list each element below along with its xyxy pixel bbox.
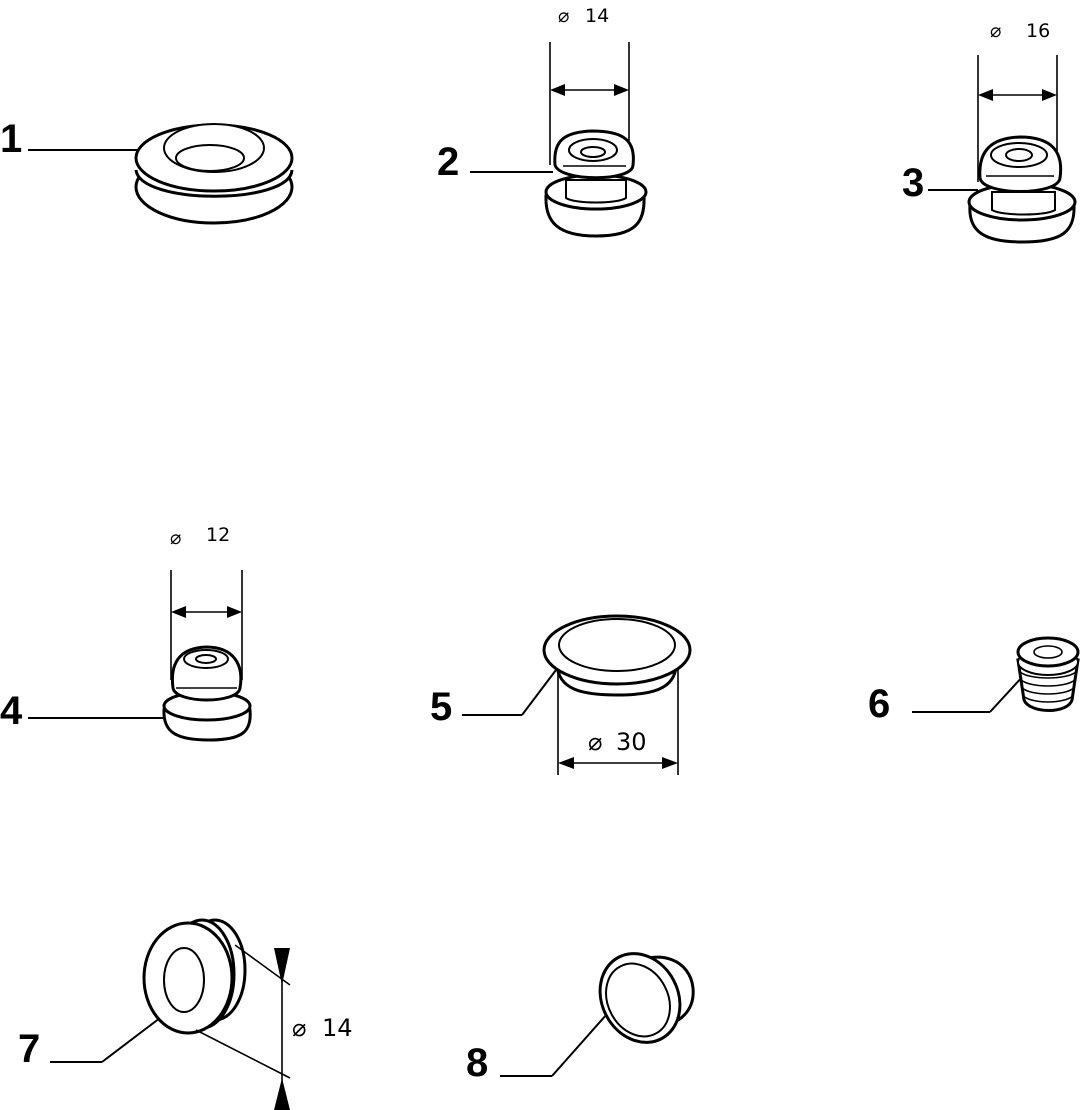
callout-5: 5 xyxy=(430,685,452,729)
part-1: 1 xyxy=(0,117,294,225)
diameter-symbol-7: ⌀ xyxy=(292,1014,306,1042)
part-3: ⌀ 16 3 xyxy=(902,20,1077,244)
part-6: 6 xyxy=(868,636,1080,726)
diameter-symbol-2: ⌀ xyxy=(558,5,569,27)
dimension-5: 30 xyxy=(616,728,647,756)
part-2: ⌀ 14 2 xyxy=(437,5,648,238)
part-8: 8 xyxy=(466,952,695,1085)
callout-7: 7 xyxy=(18,1027,40,1071)
dimension-4: 12 xyxy=(206,524,230,546)
diameter-symbol-5: ⌀ xyxy=(588,728,602,756)
part-4: ⌀ 12 4 xyxy=(0,524,252,742)
dimension-3: 16 xyxy=(1026,20,1050,42)
dimension-7: 14 xyxy=(322,1014,353,1042)
callout-3: 3 xyxy=(902,161,924,205)
callout-4: 4 xyxy=(0,689,23,733)
callout-8: 8 xyxy=(466,1041,488,1085)
diameter-symbol-3: ⌀ xyxy=(990,20,1001,42)
callout-2: 2 xyxy=(437,140,459,184)
diameter-symbol-4: ⌀ xyxy=(170,527,181,549)
part-5: ⌀ 30 5 xyxy=(430,614,692,775)
part-7: 7 ⌀ 14 xyxy=(18,918,353,1110)
dimension-2: 14 xyxy=(585,5,609,27)
callout-6: 6 xyxy=(868,682,890,726)
callout-1: 1 xyxy=(0,117,22,161)
